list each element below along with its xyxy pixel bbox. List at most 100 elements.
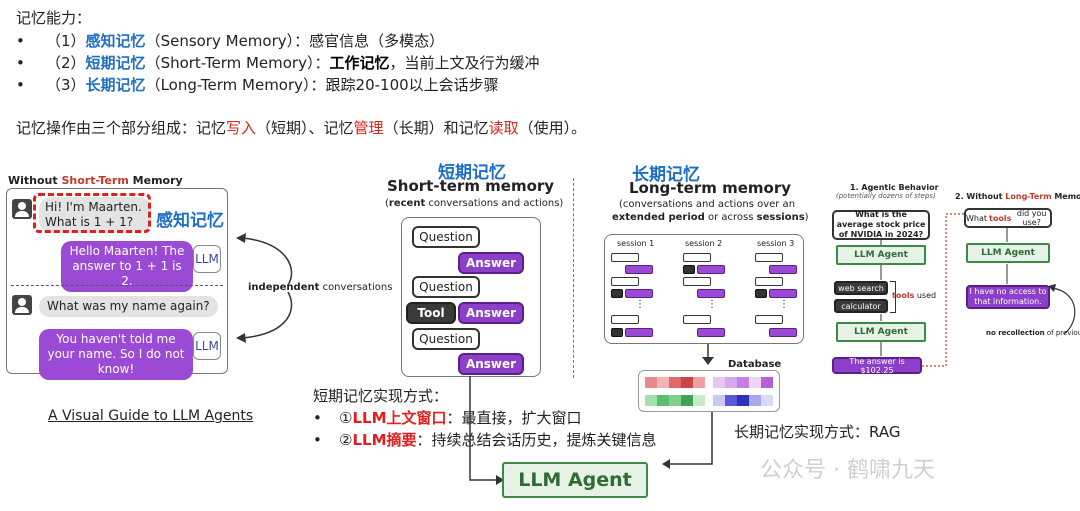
long-memory-panel: session 1 session 2 session 3 ⋮ ⋮ ⋮ <box>604 234 804 344</box>
short-impl-title: 短期记忆实现方式： <box>313 387 449 405</box>
db-cell <box>713 395 725 406</box>
user-message-2: What was my name again? <box>39 296 218 317</box>
db-cell <box>669 377 681 388</box>
independent-arrow <box>236 233 293 343</box>
red-dashed-link <box>922 213 964 367</box>
db-cell <box>761 395 773 406</box>
divider <box>11 285 223 286</box>
memory-block <box>625 289 653 298</box>
db-cell <box>681 395 693 406</box>
memory-block <box>611 253 639 262</box>
title-red: Short-Term <box>61 174 129 187</box>
no-recollection-label: no recollection of previous steps <box>986 329 1080 337</box>
arrow-down-icon <box>702 344 714 365</box>
section-divider <box>573 178 574 378</box>
ops-text: 记忆操作由三个部分组成：记忆 <box>16 119 227 137</box>
db-cell <box>725 395 737 406</box>
chat-title: Without Short-Term Memory <box>8 174 183 187</box>
no-recollection-arrow <box>1048 284 1076 335</box>
impl-num: ② <box>339 431 353 449</box>
agentic-answer: The answer is $102.25 <box>832 357 922 375</box>
db-cell <box>693 377 705 388</box>
independent-rest: conversations <box>319 282 393 293</box>
short-title: Short-term memory <box>387 177 555 195</box>
tool-box: Tool <box>406 302 456 324</box>
memory-block <box>611 277 639 286</box>
llm-agent-box: LLM Agent <box>502 462 648 498</box>
memory-block <box>611 289 623 298</box>
item-emph: 工作记忆 <box>329 54 390 72</box>
user-avatar-icon <box>12 295 32 315</box>
db-cell <box>749 395 761 406</box>
title-text: Without <box>8 174 62 187</box>
q-post: did you use? <box>1016 209 1047 227</box>
norec-bold: no recollection <box>986 329 1045 337</box>
ellipsis: ⋮ <box>779 299 789 310</box>
memory-block <box>697 265 725 274</box>
bot-message-1: Hello Maarten! The answer to 1 + 1 is 2. <box>61 241 193 292</box>
item-num: （1） <box>46 32 86 50</box>
sub-bold: extended period <box>612 212 705 223</box>
chat-panel: Hi! I'm Maarten. What is 1 + 1? Hello Ma… <box>6 188 228 380</box>
memory-block <box>611 315 639 324</box>
item-num: （2） <box>46 54 86 72</box>
memory-item-3: •（3）长期记忆（Long-Term Memory）：跟踪20-100以上会话步… <box>16 76 499 94</box>
answer-box: Answer <box>458 252 524 274</box>
db-cell <box>693 395 705 406</box>
bot-message-2: You haven't told me your name. So I do n… <box>39 329 193 380</box>
short-subtitle: (recent conversations and actions) <box>385 198 563 209</box>
ellipsis: ⋮ <box>707 299 717 310</box>
ops-text: （使用）。 <box>518 119 587 137</box>
no-access-answer: I have no access to that information. <box>966 285 1050 309</box>
item-term: 长期记忆 <box>85 76 146 94</box>
memory-block <box>755 315 783 324</box>
agentic-subtitle: (potentially dozens of steps) <box>836 192 936 200</box>
item-rest: ，当前上文及行为缓冲 <box>389 54 540 72</box>
memory-block <box>769 328 797 337</box>
memory-ops-line: 记忆操作由三个部分组成：记忆写入（短期）、记忆管理（长期）和记忆读取（使用）。 <box>16 118 586 138</box>
sensory-label: 感知记忆 <box>156 211 224 231</box>
db-cell <box>725 377 737 388</box>
impl-rest: ：持续总结会话历史，提炼关键信息 <box>416 431 657 449</box>
ellipsis: ⋮ <box>635 299 645 310</box>
item-term: 感知记忆 <box>85 32 146 50</box>
agentic-question: What is the average stock price of NVIDI… <box>832 210 930 240</box>
agent-arrows <box>469 376 713 485</box>
long-subtitle-2: extended period or across sessions) <box>612 212 809 223</box>
web-search-box: web search <box>834 281 888 295</box>
item-desc: （Sensory Memory）：感官信息（多模态） <box>145 32 445 50</box>
long-subtitle-1: (conversations and actions over an <box>619 199 796 210</box>
title-red: Long-Term <box>1005 192 1052 201</box>
answer-box: Answer <box>458 302 524 324</box>
agentic-llm-2: LLM Agent <box>836 322 926 342</box>
db-cell <box>761 377 773 388</box>
database-panel <box>638 370 780 412</box>
memory-block <box>769 265 797 274</box>
db-cell <box>645 395 657 406</box>
no-memory-arrows <box>1006 228 1008 284</box>
ops-text: （长期）和记忆 <box>383 119 489 137</box>
guide-title: A Visual Guide to LLM Agents <box>48 408 254 424</box>
ops-write: 写入 <box>226 119 257 137</box>
memory-block <box>755 289 767 298</box>
memory-item-2: •（2）短期记忆（Short-Term Memory）：工作记忆，当前上文及行为… <box>16 54 540 72</box>
without-long-title: 2. Without Long-Term Memory <box>955 192 1080 201</box>
sub-open: ( <box>385 198 389 209</box>
q-red: tools <box>989 213 1012 223</box>
agentic-flow-arrows <box>880 240 882 356</box>
memory-block <box>755 253 783 262</box>
tools-rest: used <box>914 291 937 300</box>
database-label: Database <box>728 359 782 370</box>
session-label: session 3 <box>757 239 795 248</box>
independent-bold: independent <box>248 282 320 293</box>
long-impl: 长期记忆实现方式：RAG <box>734 423 901 441</box>
short-cn-title: 短期记忆 <box>438 163 506 183</box>
db-cell <box>657 395 669 406</box>
item-desc: （Short-Term Memory）： <box>145 54 330 72</box>
q-pre: What <box>966 213 988 223</box>
llm-icon: LLM <box>193 332 221 360</box>
norec-rest: of previous steps <box>1046 329 1080 337</box>
memory-block <box>611 328 623 337</box>
memory-item-1: •（1）感知记忆（Sensory Memory）：感官信息（多模态） <box>16 32 445 50</box>
sub-end: ) <box>804 212 809 223</box>
